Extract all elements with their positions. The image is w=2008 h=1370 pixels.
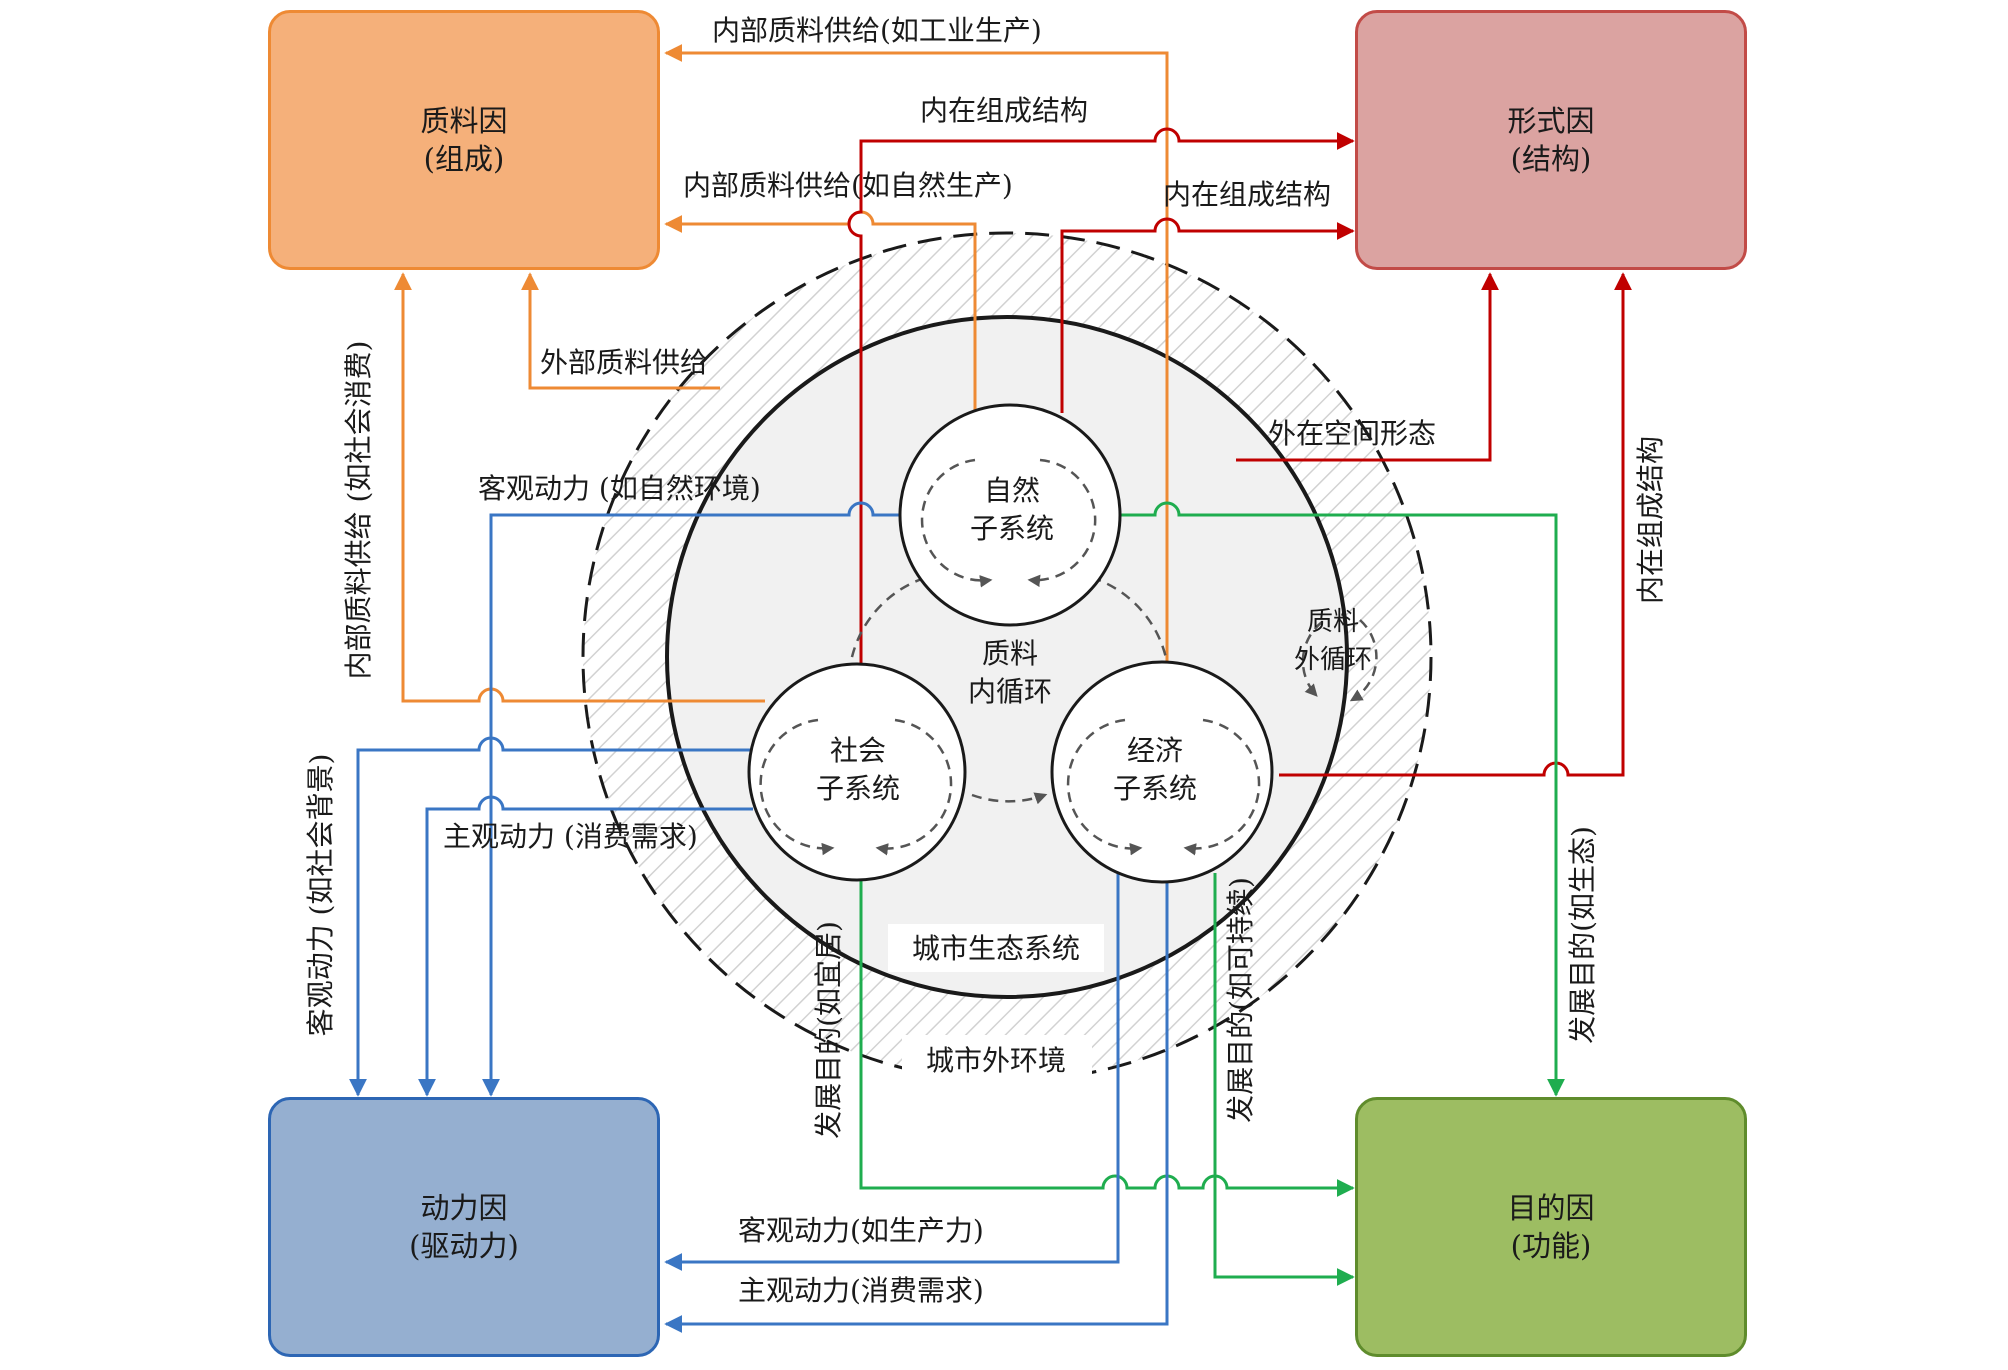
natural-cycle-arc-left: [920, 458, 993, 588]
efficient-cause-subtitle: (驱动力): [409, 1229, 519, 1263]
line-internal-structure-top: [847, 127, 1355, 667]
material-cause-box: 质料因 (组成): [268, 10, 660, 270]
natural-subsystem-circle: [898, 403, 1122, 627]
ecosystem-label-bg: [888, 924, 1104, 972]
label-external-supply: 外部质料供给: [540, 346, 708, 379]
label-objective-force-social: 客观动力 (如社会背景): [304, 754, 337, 1037]
label-objective-force-productivity: 客观动力(如生产力): [738, 1214, 984, 1247]
inner-cycle-line2: 内循环: [968, 675, 1052, 708]
economic-subsystem-line2: 子系统: [1113, 772, 1197, 805]
inner-cycle-line1: 质料: [982, 637, 1038, 670]
label-external-spatial-form: 外在空间形态: [1268, 417, 1436, 450]
label-internal-supply-social: 内部质料供给 (如社会消费): [342, 341, 375, 680]
formal-cause-subtitle: (结构): [1510, 142, 1592, 176]
label-subjective-force-bottom: 主观动力(消费需求): [738, 1274, 984, 1307]
outer-cycle-line1: 质料: [1307, 607, 1359, 637]
social-subsystem-line2: 子系统: [816, 772, 900, 805]
line-subjective-force-left: [418, 795, 753, 1097]
line-internal-supply-industrial: [664, 44, 1169, 667]
line-subjective-force-bottom: [664, 880, 1169, 1333]
natural-subsystem-line1: 自然: [984, 474, 1040, 507]
external-environment-label: 城市外环境: [926, 1044, 1066, 1077]
material-cause-title: 质料因: [420, 104, 508, 138]
line-purpose-ecological: [1120, 501, 1565, 1097]
final-cause-subtitle: (功能): [1510, 1229, 1592, 1263]
line-objective-force-natural: [482, 501, 900, 1097]
final-cause-title: 目的因: [1507, 1191, 1595, 1225]
label-internal-supply-industrial: 内部质料供给(如工业生产): [712, 14, 1042, 47]
line-external-spatial-form: [1236, 272, 1499, 462]
label-internal-structure-right: 内在组成结构: [1634, 436, 1667, 604]
efficient-cause-box: 动力因 (驱动力): [268, 1097, 660, 1357]
label-internal-supply-natural: 内部质料供给(如自然生产): [683, 169, 1013, 202]
outer-cycle-line2: 外循环: [1294, 645, 1372, 675]
material-cause-subtitle: (组成): [423, 142, 505, 176]
social-cycle-arc-left: [759, 718, 835, 856]
line-external-supply: [521, 272, 720, 390]
inner-cycle-arc-bottom: [971, 792, 1048, 805]
natural-cycle-arc-right: [1027, 458, 1097, 588]
label-purpose-livable: 发展目的(如宜居): [812, 921, 845, 1139]
ecosystem-label: 城市生态系统: [912, 932, 1080, 965]
label-purpose-ecological: 发展目的(如生态): [1566, 826, 1599, 1044]
formal-cause-box: 形式因 (结构): [1355, 10, 1747, 270]
label-objective-force-natural: 客观动力 (如自然环境): [478, 472, 761, 505]
environment-label-bg: [902, 1035, 1092, 1085]
social-subsystem-circle: [747, 662, 967, 882]
line-purpose-sustainable: [1213, 873, 1355, 1286]
natural-subsystem-line2: 子系统: [970, 512, 1054, 545]
outer-cycle-arc-left: [1301, 621, 1323, 697]
economic-cycle-arc-right: [1183, 718, 1261, 856]
final-cause-box: 目的因 (功能): [1355, 1097, 1747, 1357]
label-internal-structure-top: 内在组成结构: [920, 94, 1088, 127]
economic-cycle-arc-left: [1066, 718, 1143, 856]
label-purpose-sustainable: 发展目的(如可持续): [1224, 877, 1257, 1123]
line-objective-force-social: [349, 736, 753, 1097]
label-subjective-force-left: 主观动力 (消费需求): [443, 820, 698, 853]
efficient-cause-title: 动力因: [420, 1191, 508, 1225]
label-internal-structure-mid: 内在组成结构: [1163, 178, 1331, 211]
economic-subsystem-circle: [1050, 660, 1274, 884]
line-objective-force-productivity: [664, 873, 1120, 1271]
social-cycle-arc-right: [875, 718, 953, 856]
line-internal-structure-mid: [1060, 217, 1355, 413]
social-subsystem-line1: 社会: [830, 734, 886, 767]
economic-subsystem-line1: 经济: [1127, 734, 1183, 767]
formal-cause-title: 形式因: [1507, 104, 1595, 138]
